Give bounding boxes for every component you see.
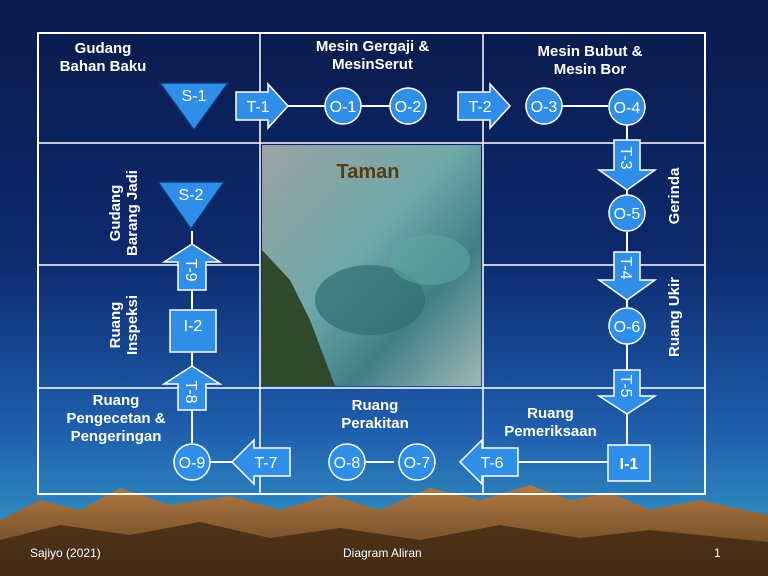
label-line: Gudang (107, 184, 124, 242)
label-line: Barang Jadi (124, 170, 141, 256)
node-label-t1: T-1 (246, 99, 269, 116)
label-line: Mesin Bor (553, 61, 627, 78)
node-label-i1: I-1 (620, 456, 639, 473)
footer-page-number: 1 (714, 546, 721, 560)
label-line: Pemeriksaan (504, 423, 597, 440)
node-label-t4: T-4 (617, 256, 634, 279)
label-ruang-pemeriksaan: Ruang Pemeriksaan (493, 405, 608, 441)
label-mesin-bubut: Mesin Bubut & Mesin Bor (510, 43, 670, 79)
label-line: Perakitan (341, 415, 409, 432)
node-label-o6: O-6 (614, 319, 641, 336)
label-line: Bahan Baku (59, 58, 147, 75)
node-label-o5: O-5 (614, 206, 641, 223)
label-line: Pengeringan (70, 428, 162, 445)
transport-arrow-t2 (457, 82, 512, 130)
node-label-t5: T-5 (617, 374, 634, 397)
node-label-i2: I-2 (184, 318, 203, 335)
reef-patch (390, 235, 470, 285)
node-label-o2: O-2 (395, 99, 422, 116)
label-gudang-barang-jadi: Gudang Barang Jadi (107, 158, 143, 268)
label-line: Inspeksi (124, 294, 141, 356)
node-label-t8: T-8 (182, 380, 199, 403)
node-label-o8: O-8 (334, 455, 361, 472)
transport-arrow-t6 (458, 438, 519, 486)
transport-arrow-t3 (596, 139, 658, 191)
node-label-o1: O-1 (330, 99, 357, 116)
label-ruang-inspeksi: Ruang Inspeksi (107, 280, 143, 370)
inspection-box-i2 (169, 309, 217, 353)
operation-circle-o8 (328, 443, 366, 481)
label-ruang-perakitan: Ruang Perakitan (315, 397, 435, 433)
node-label-t7: T-7 (254, 455, 277, 472)
inspection-box-i1 (607, 444, 651, 482)
label-line: Ruang (351, 397, 399, 414)
label-line: Ruang (92, 392, 140, 409)
storage-triangle-s2 (156, 181, 226, 231)
operation-circle-o1 (324, 87, 362, 125)
transport-arrow-t8 (161, 365, 223, 411)
transport-arrow-t1 (235, 82, 290, 130)
label-line: Gudang (74, 40, 132, 57)
node-label-s1: S-1 (182, 88, 207, 105)
operation-circle-o7 (398, 443, 436, 481)
operation-circle-o5 (608, 194, 646, 232)
label-ruang-pengecetan: Ruang Pengecetan & Pengeringan (46, 392, 186, 446)
transport-arrow-t9 (161, 243, 223, 291)
label-line: Mesin Bubut & (537, 43, 643, 60)
operation-circle-o2 (389, 87, 427, 125)
reef-patch (315, 265, 425, 335)
node-label-o4: O-4 (614, 100, 641, 117)
operation-circle-o3 (525, 87, 563, 125)
label-line: Ruang (107, 301, 124, 349)
island-greenery (262, 250, 335, 386)
node-label-s2: S-2 (179, 187, 204, 204)
node-label-t3: T-3 (617, 146, 634, 169)
node-label-t6: T-6 (480, 455, 503, 472)
node-label-t2: T-2 (468, 99, 491, 116)
node-label-o3: O-3 (531, 99, 558, 116)
label-line: Mesin Gergaji & (315, 38, 430, 55)
node-label-t9: T-9 (182, 258, 199, 281)
label-line: Pengecetan & (66, 410, 166, 427)
label-mesin-gergaji: Mesin Gergaji & MesinSerut (290, 38, 455, 74)
label-line: Ruang (527, 405, 574, 422)
transport-arrow-t4 (596, 251, 658, 301)
node-label-o9: O-9 (179, 455, 206, 472)
label-ruang-ukir: Ruang Ukir (666, 277, 683, 358)
operation-circle-o9 (173, 443, 211, 481)
operation-circle-o6 (608, 307, 646, 345)
label-gudang-bahan-baku: Gudang Bahan Baku (48, 40, 158, 76)
footer-author: Sajiyo (2021) (30, 546, 101, 560)
label-gerinda: Gerinda (666, 167, 683, 225)
storage-triangle-s1 (158, 82, 230, 132)
operation-circle-o4 (608, 88, 646, 126)
node-label-o7: O-7 (404, 455, 431, 472)
transport-arrow-t5 (596, 369, 658, 415)
diagram-frame (37, 32, 706, 495)
label-line: MesinSerut (332, 56, 413, 73)
transport-arrow-t7 (230, 438, 291, 486)
taman-title: Taman (337, 161, 400, 183)
footer-title: Diagram Aliran (343, 546, 422, 560)
